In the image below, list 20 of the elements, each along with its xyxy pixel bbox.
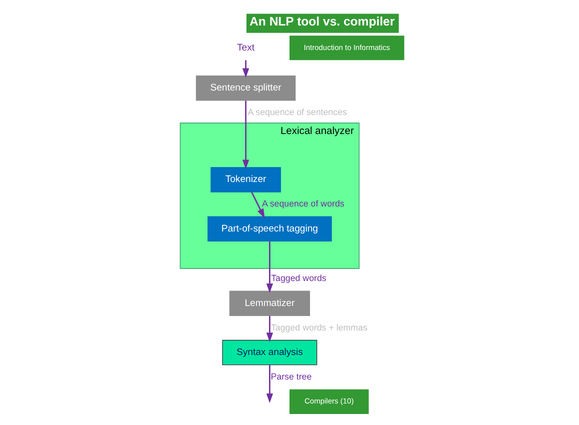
- node-box: Part-of-speech tagging: [208, 216, 332, 242]
- edge-label: Parse tree: [270, 371, 312, 382]
- node-text: Text: [237, 42, 255, 54]
- label: Compilers (10): [304, 396, 354, 406]
- arrow: [242, 60, 250, 78]
- label: Introduction to Informatics: [304, 42, 390, 52]
- node-box: Lemmatizer: [229, 290, 310, 316]
- arrow: [251, 192, 265, 218]
- edge-label: Tagged words + lemmas: [271, 322, 368, 332]
- node-box: Syntax analysis: [222, 340, 318, 366]
- node-box: Tokenizer: [210, 167, 281, 192]
- edge-label: A sequence of sentences: [248, 107, 347, 118]
- arrow: [266, 316, 274, 342]
- diagram-title: An NLP tool vs. compiler: [250, 14, 395, 29]
- edge-label: A sequence of words: [262, 198, 344, 209]
- arrow: [266, 241, 274, 294]
- arrow: [266, 365, 274, 404]
- arrow: [242, 100, 250, 170]
- node-box: Sentence splitter: [196, 76, 296, 101]
- edge-label: Tagged words: [271, 273, 326, 284]
